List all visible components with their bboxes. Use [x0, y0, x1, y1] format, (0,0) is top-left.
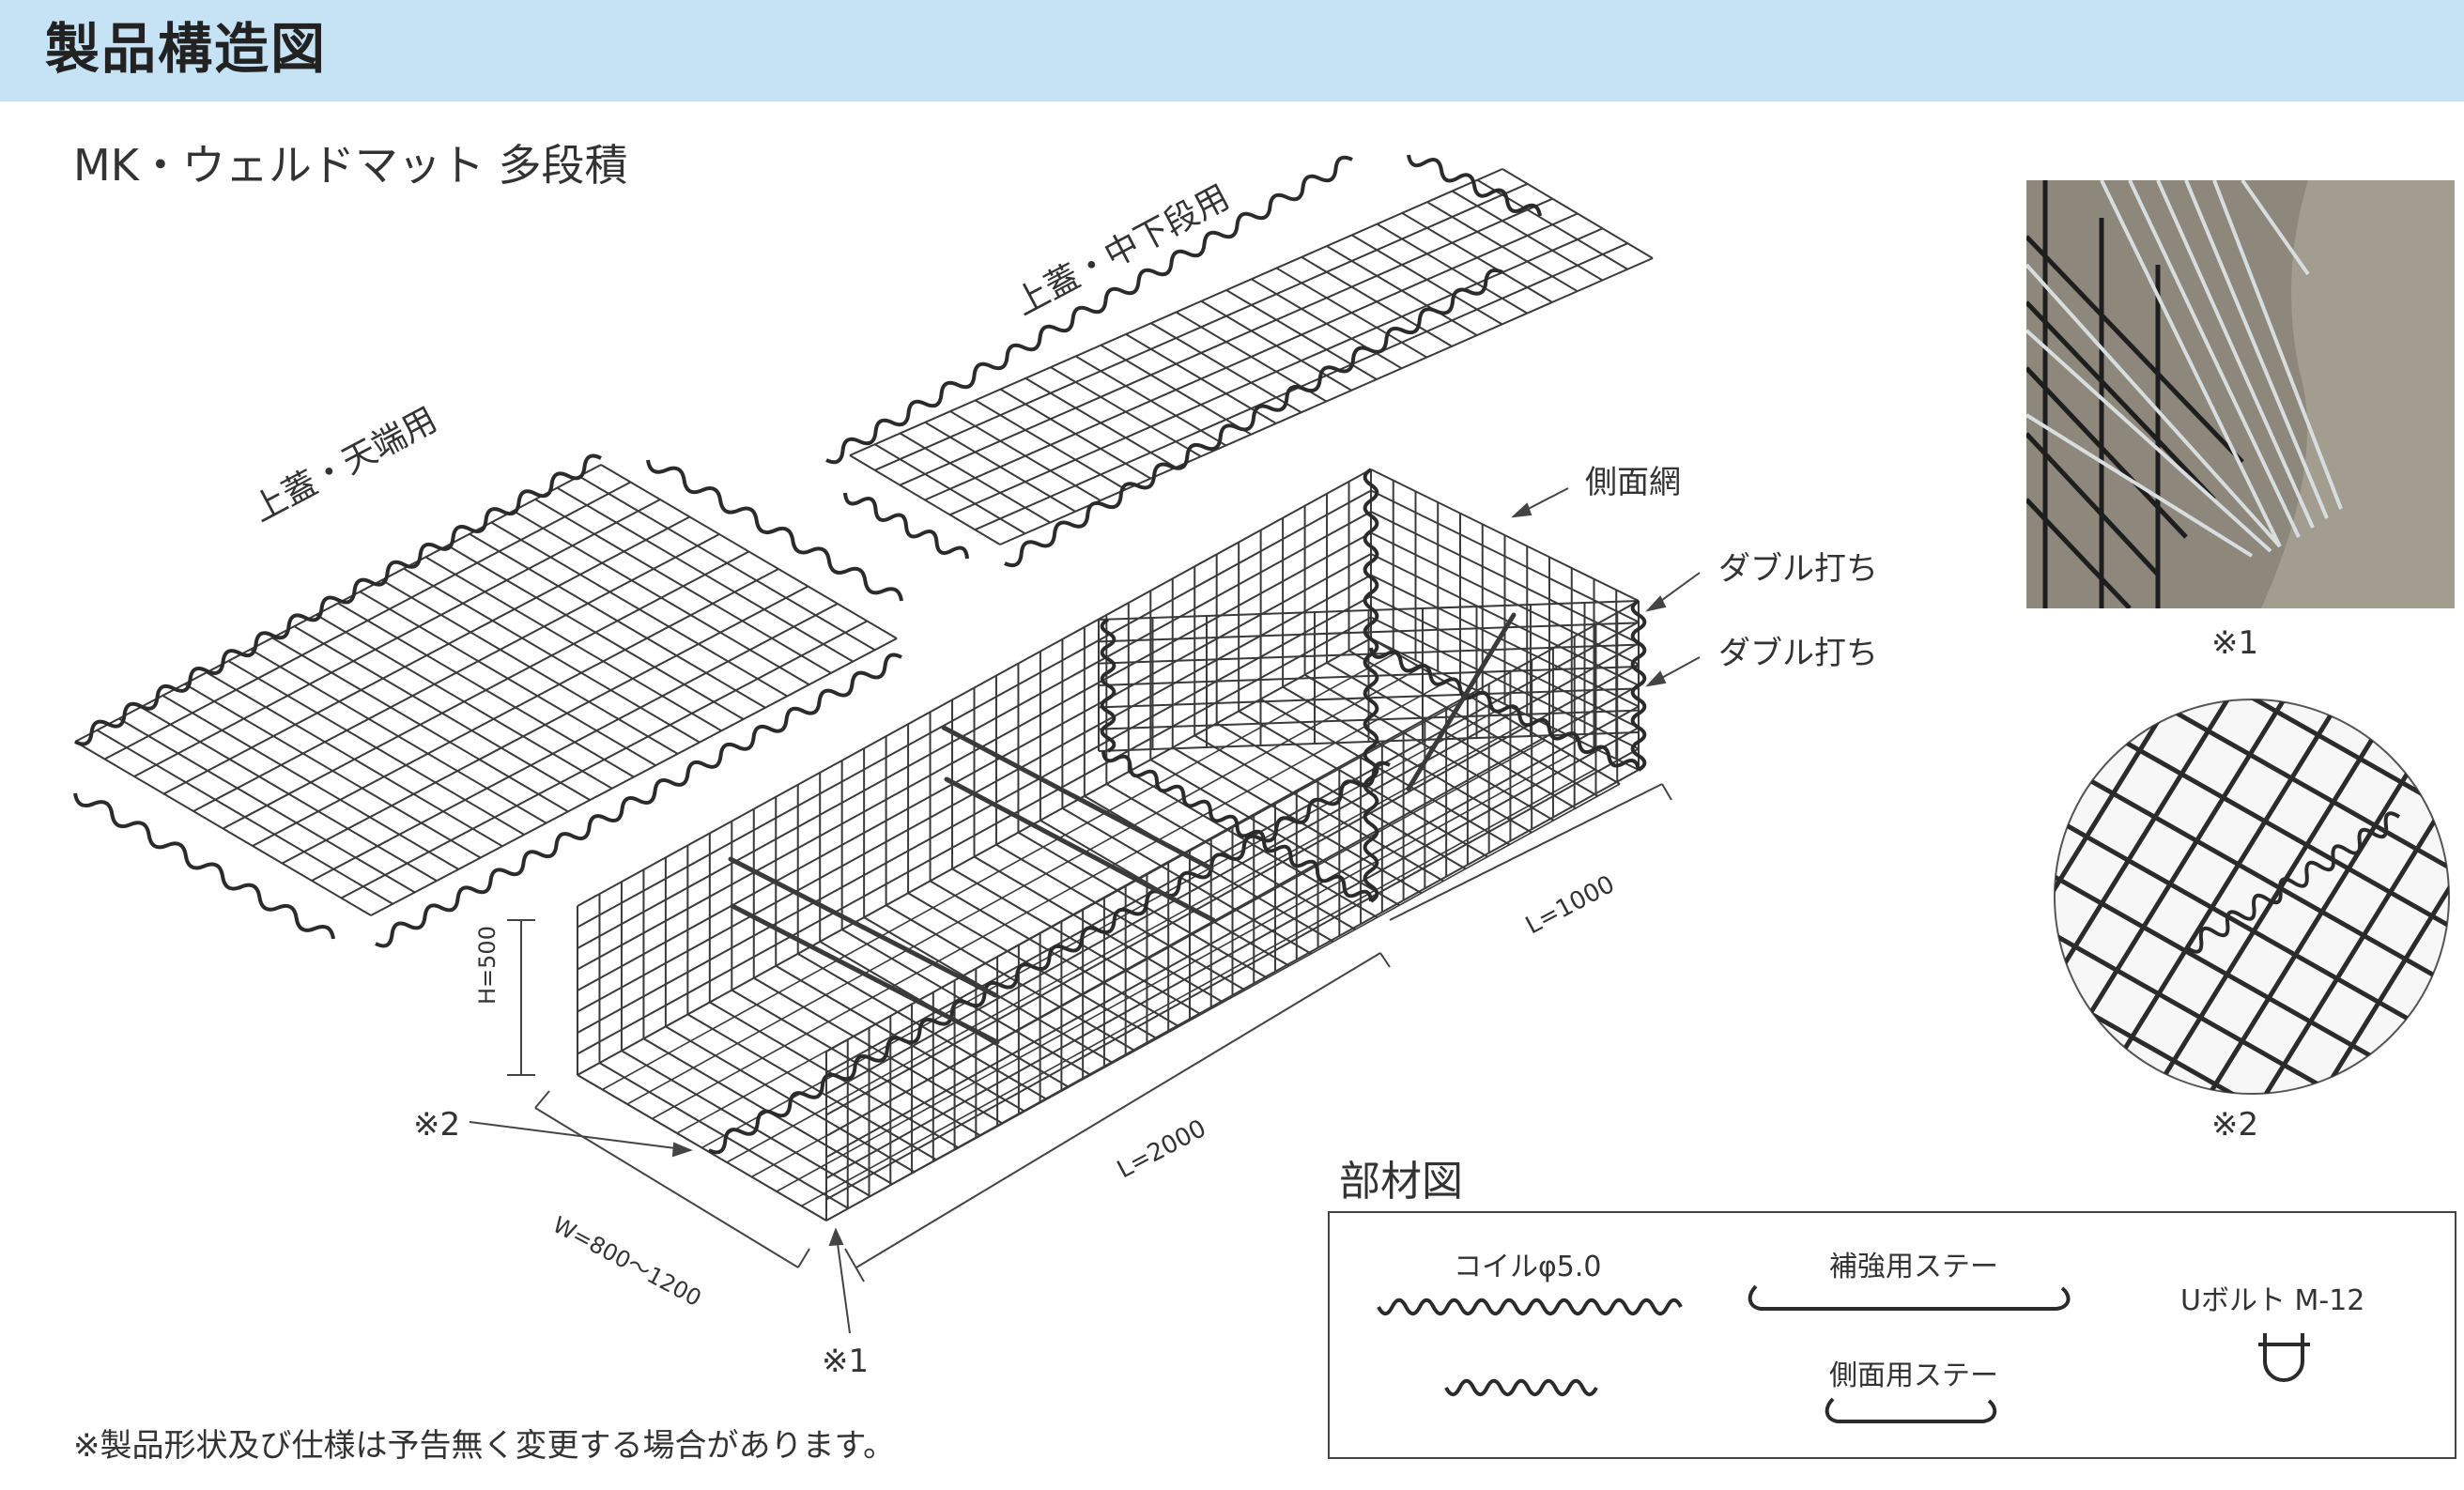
coil-short-icon [1444, 1378, 1598, 1397]
reinforce-stay-label: 補強用ステー [1829, 1251, 1998, 1283]
installation-photo [2026, 180, 2455, 608]
reinforcing-stays [728, 612, 1517, 1045]
parts-title: 部材図 [1339, 1158, 1463, 1206]
basket-end-mesh [1370, 469, 1640, 771]
top-lid-end-mesh [74, 464, 898, 916]
photo2-caption: ※2 [2211, 1106, 2259, 1144]
footer-note: ※製品形状及び仕様は予告無く変更する場合があります。 [73, 1427, 896, 1465]
photo1-caption: ※1 [2211, 624, 2259, 662]
parts-illustrations [1377, 1284, 2310, 1423]
ref2-label: ※2 [413, 1106, 461, 1144]
photo-illustration [2026, 180, 2455, 608]
page-title: 製品構造図 [45, 17, 328, 81]
product-title: MK・ウェルドマット 多段積 [73, 140, 628, 191]
side-stay-icon [1825, 1397, 1997, 1423]
coil-label: コイルφ5.0 [1454, 1251, 1602, 1283]
reinforce-stay-icon [1748, 1284, 2071, 1311]
double-1-label: ダブル打ち [1718, 550, 1878, 588]
side-stay-label: 側面用ステー [1829, 1359, 1998, 1392]
ref1-label: ※1 [822, 1343, 870, 1380]
height-label: H=500 [474, 926, 500, 1005]
header-band [0, 0, 2464, 101]
basket-floor-mesh [577, 637, 1621, 1221]
side-net-label: 側面網 [1585, 464, 1681, 501]
parts-box [1328, 1211, 2456, 1459]
dimension-lines [507, 783, 1672, 1283]
leader-lines [469, 487, 1701, 1334]
top-lid-middle-mesh [849, 168, 1654, 545]
coil-long-icon [1377, 1298, 1683, 1316]
u-bolt-label: Uボルト M-12 [2180, 1284, 2365, 1317]
u-bolt-icon [2258, 1333, 2310, 1382]
coil-wires [73, 154, 1647, 1155]
double-2-label: ダブル打ち [1718, 635, 1878, 672]
